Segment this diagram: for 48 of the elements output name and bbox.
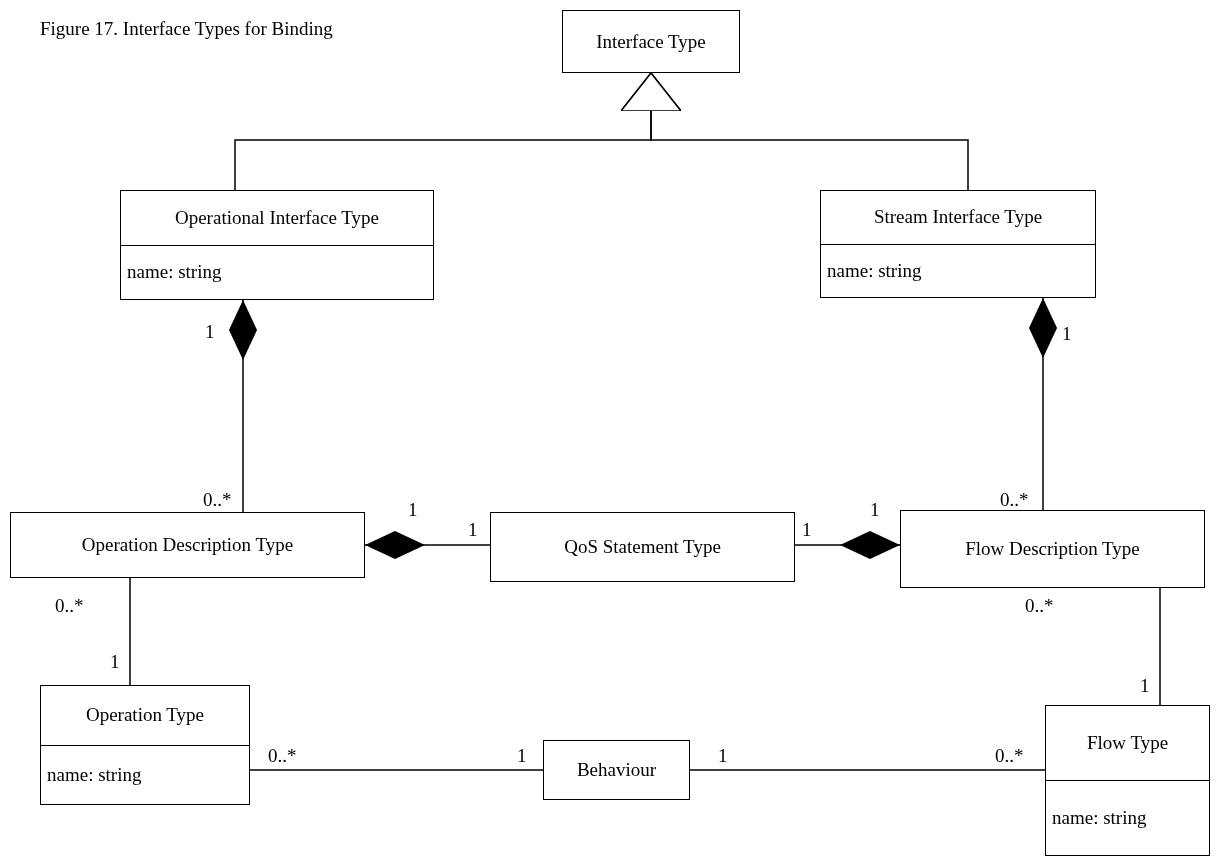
attribute-text: name: string [47, 763, 142, 786]
multiplicity-label: 1 [468, 520, 478, 539]
class-box [490, 512, 795, 582]
multiplicity-label: 1 [205, 322, 215, 341]
attribute-text: name: string [1052, 807, 1147, 829]
multiplicity-label: 0..* [268, 746, 297, 765]
class-name: Flow Description Type [965, 538, 1140, 560]
attribute-text: name: string [827, 259, 922, 282]
class-box [1045, 705, 1210, 856]
association-line [249, 769, 544, 771]
composition-line [1029, 297, 1057, 511]
composition-line [229, 299, 257, 513]
multiplicity-label: 1 [870, 500, 880, 519]
class-box [562, 10, 740, 73]
class-name: Behaviour [576, 759, 657, 781]
multiplicity-label: 0..* [55, 596, 84, 615]
multiplicity-label: 1 [408, 500, 418, 519]
composition-line [364, 531, 491, 559]
multiplicity-label: 1 [1062, 324, 1072, 343]
attribute-text: name: string [127, 261, 222, 284]
multiplicity-label: 0..* [1025, 596, 1054, 615]
generalization-arrow [620, 72, 969, 191]
multiplicity-label: 1 [802, 520, 812, 539]
multiplicity-label: 0..* [1000, 490, 1029, 509]
multiplicity-label: 0..* [203, 490, 232, 509]
multiplicity-label: 1 [718, 746, 728, 765]
association-line [689, 769, 1046, 771]
class-name: Operation Description Type [81, 534, 294, 556]
association-line [1159, 587, 1161, 706]
multiplicity-label: 1 [110, 652, 120, 671]
class-name: Interface Type [596, 30, 706, 53]
class-box [10, 512, 365, 578]
class-box [120, 190, 434, 300]
class-box [543, 740, 690, 800]
class-box [900, 510, 1205, 588]
class-name: Flow Type [1086, 732, 1169, 754]
class-name: Operational Interface Type [174, 206, 379, 229]
class-box [820, 190, 1096, 298]
multiplicity-label: 1 [1140, 676, 1150, 695]
association-line [129, 577, 131, 686]
class-name: QoS Statement Type [564, 536, 721, 558]
multiplicity-label: 1 [517, 746, 527, 765]
figure-title: Figure 17. Interface Types for Binding [40, 18, 333, 40]
multiplicity-label: 0..* [995, 746, 1024, 765]
class-box [40, 685, 250, 805]
class-name: Operation Type [85, 704, 205, 727]
composition-line [794, 531, 901, 559]
class-name: Stream Interface Type [873, 206, 1043, 229]
